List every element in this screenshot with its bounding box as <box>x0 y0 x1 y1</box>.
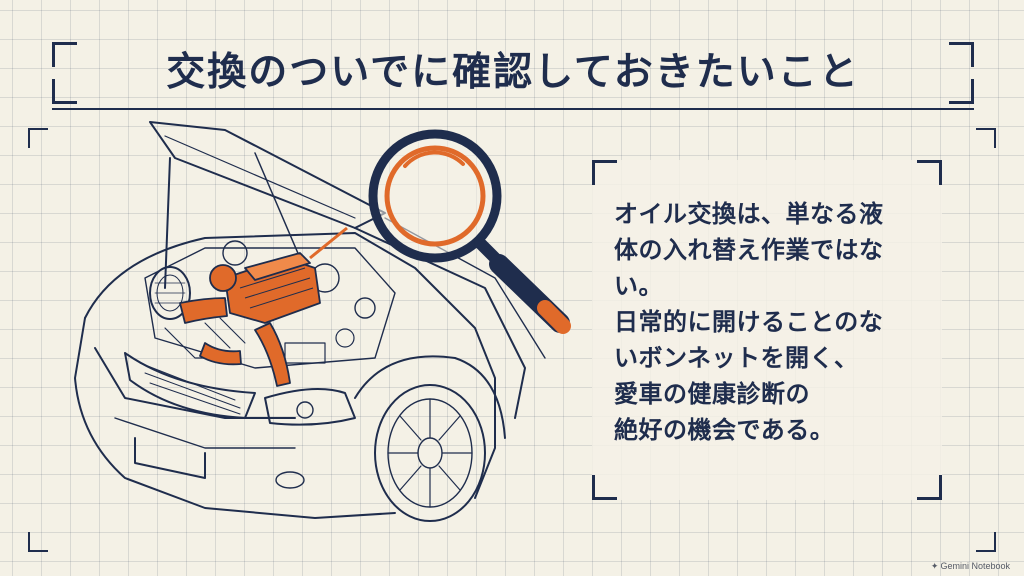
hose-left <box>199 342 242 366</box>
frame-corner-bottom-left <box>28 532 48 552</box>
title-corner-bottom-right <box>949 79 974 104</box>
note-line: オイル交換は、単なる液 <box>614 200 884 228</box>
page-title: 交換のついでに確認しておきたいこと <box>166 50 860 95</box>
grille <box>124 352 256 419</box>
air-filter <box>149 266 191 320</box>
note-line: 絶好の機会である。 <box>614 416 835 444</box>
outer-frame <box>28 128 996 552</box>
note-corner-top-left <box>592 160 617 185</box>
watermark: ✦Gemini Notebook <box>931 561 1010 572</box>
magnifier-icon <box>309 129 571 334</box>
note-line: 日常的に開けることのな <box>614 308 884 336</box>
note-line: 愛車の健康診断の <box>614 380 810 408</box>
hood <box>149 121 386 229</box>
hose-right <box>254 322 291 387</box>
car-engine-illustration <box>74 121 571 522</box>
title-corner-bottom-left <box>52 79 77 104</box>
intake-pipe <box>179 297 228 324</box>
title-corner-top-right <box>949 42 974 67</box>
note-corner-top-right <box>917 160 942 185</box>
note-text: オイル交換は、単なる液 体の入れ替え作業ではな い。 日常的に開けることのな い… <box>614 196 934 448</box>
wheel <box>374 384 486 522</box>
note-line: 体の入れ替え作業ではな <box>614 236 884 264</box>
sparkle-icon: ✦ <box>930 561 939 571</box>
title-underline <box>52 108 974 110</box>
note-line: いボンネットを開く、 <box>614 344 859 372</box>
title-box: 交換のついでに確認しておきたいこと <box>52 42 974 104</box>
frame-corner-top-right <box>976 128 996 148</box>
watermark-text: Gemini Notebook <box>940 561 1010 571</box>
frame-corner-top-left <box>28 128 48 148</box>
note-corner-bottom-right <box>917 475 942 500</box>
note-box: オイル交換は、単なる液 体の入れ替え作業ではな い。 日常的に開けることのな い… <box>592 160 942 500</box>
title-corner-top-left <box>52 42 77 67</box>
headlight <box>264 388 356 426</box>
note-line: い。 <box>614 272 663 300</box>
hood-prop-rod <box>164 157 171 289</box>
frame-corner-bottom-right <box>976 532 996 552</box>
note-corner-bottom-left <box>592 475 617 500</box>
